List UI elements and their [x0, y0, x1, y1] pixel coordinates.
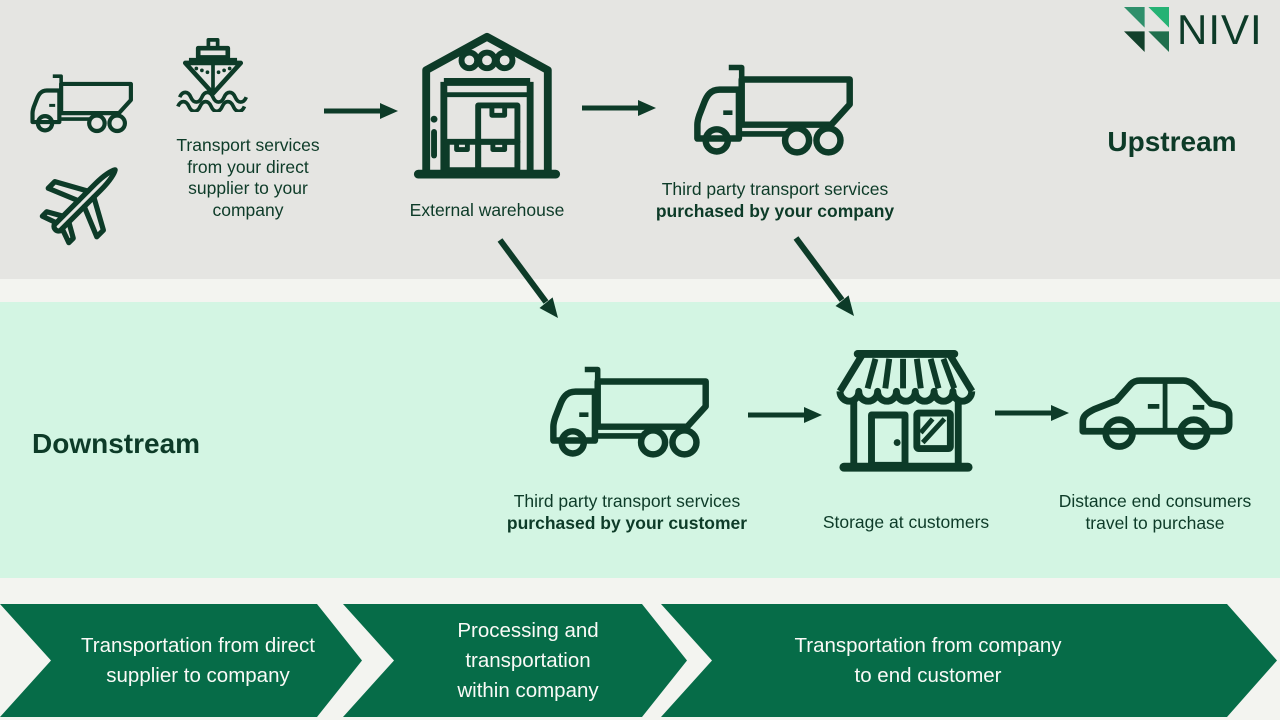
arrow-down-right-icon: [793, 236, 854, 316]
caption-line: Transport services: [176, 135, 320, 155]
arrow-right-icon: [324, 103, 398, 119]
caption-line: Third party transport services: [513, 491, 741, 511]
supplier-truck-icon: [30, 74, 133, 134]
chevron-step-1-label: Transportation from direct supplier to c…: [48, 604, 348, 717]
caption-line: Third party transport services: [661, 179, 889, 199]
caption-line-bold: purchased by your company: [655, 200, 895, 221]
ship-icon: [176, 38, 248, 112]
chevron-label-line: Transportation from company: [794, 633, 1062, 657]
chevron-label-line: within company: [457, 678, 599, 702]
chevron-label-line: transportation: [465, 648, 591, 672]
upstream-label: Upstream: [1107, 126, 1237, 157]
arrow-down-right-icon: [497, 238, 558, 318]
arrow-right-icon: [995, 405, 1069, 421]
chevron-step-2: [343, 604, 687, 717]
brand-logo-mark: [1124, 6, 1169, 52]
chevron-label-line: Transportation from direct: [81, 633, 315, 657]
brand-logo: NIVI: [1124, 4, 1263, 54]
brand-name: NIVI: [1177, 6, 1263, 53]
chevron-label-line: Processing and: [457, 618, 599, 642]
caption-line: travel to purchase: [1085, 512, 1225, 533]
company-truck-icon: [694, 64, 853, 156]
caption-line: Distance end consumers: [1058, 491, 1252, 511]
chevron-label-line: supplier to company: [106, 663, 290, 687]
car-icon: [1079, 377, 1233, 450]
chevron-label-line: to end customer: [854, 663, 1002, 687]
caption-line: company: [212, 199, 284, 220]
customer-transport-caption: Third party transport services purchased…: [467, 491, 787, 534]
storage-caption: Storage at customers: [822, 512, 990, 532]
caption-line: from your direct: [187, 156, 309, 177]
customer-truck-icon: [550, 366, 709, 458]
consumer-caption: Distance end consumers travel to purchas…: [1035, 491, 1275, 534]
arrow-right-icon: [582, 100, 656, 116]
store-icon: [836, 349, 976, 472]
caption-line-bold: purchased by your customer: [506, 512, 748, 533]
supplier-transport-caption: Transport services from your direct supp…: [158, 135, 338, 221]
downstream-label: Downstream: [32, 428, 201, 459]
warehouse-caption: External warehouse: [409, 200, 565, 220]
chevron-step-3: [661, 604, 1277, 717]
chevron-step-1: [0, 604, 362, 717]
caption-line: supplier to your: [188, 178, 308, 198]
airplane-icon: [39, 167, 118, 246]
chevron-step-3-label: Transportation from company to end custo…: [728, 604, 1128, 717]
process-chevrons: [0, 604, 1277, 717]
company-transport-caption: Third party transport services purchased…: [625, 179, 925, 222]
chevron-step-2-label: Processing and transportation within com…: [398, 604, 658, 717]
warehouse-icon: [413, 32, 561, 179]
arrow-right-icon: [748, 407, 822, 423]
